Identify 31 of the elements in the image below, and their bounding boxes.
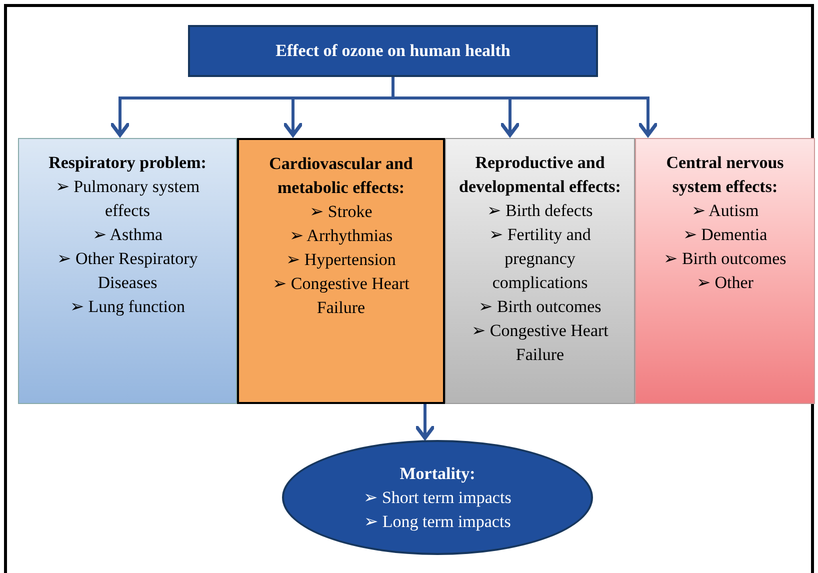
list-item: ➢ Long term impacts (363, 510, 512, 533)
title-box (188, 25, 598, 77)
list-item: ➢ Birth defects (486, 200, 594, 222)
heading: Effect of ozone on human health (274, 40, 512, 62)
list-item: ➢ Pulmonary system effects (54, 176, 201, 222)
list-item: ➢ Hypertension (285, 249, 397, 271)
list-item: ➢ Congestive Heart Failure (272, 273, 410, 319)
category-box (18, 138, 237, 404)
heading: Respiratory problem: (48, 152, 208, 174)
list-item: ➢ Short term impacts (362, 486, 512, 509)
list-item: ➢ Arrhythmias (288, 225, 394, 247)
list-item: ➢ Dementia (682, 224, 768, 246)
list-item: ➢ Fertility and pregnancy complications (488, 224, 592, 294)
category-box (635, 138, 815, 404)
heading: Cardiovascular and metabolic effects: (268, 153, 414, 199)
list-item: ➢ Birth outcomes (478, 296, 602, 318)
list-item: ➢ Autism (690, 200, 760, 222)
heading: Mortality: (398, 462, 476, 485)
list-item: ➢ Other (696, 272, 754, 294)
category-box (237, 138, 445, 404)
list-item: ➢ Asthma (91, 224, 164, 246)
connector-arrow (392, 77, 659, 137)
list-item: ➢ Congestive Heart Failure (470, 320, 610, 366)
list-item: ➢ Stroke (308, 201, 374, 223)
list-item: ➢ Birth outcomes (662, 248, 788, 270)
list-item: ➢ Other Respiratory Diseases (56, 248, 199, 294)
category-box (445, 138, 635, 404)
list-item: ➢ Lung function (68, 296, 186, 318)
heading: Reproductive and developmental effects: (458, 152, 622, 198)
heading: Central nervous system effects: (665, 152, 785, 198)
connector-arrow (414, 404, 436, 440)
